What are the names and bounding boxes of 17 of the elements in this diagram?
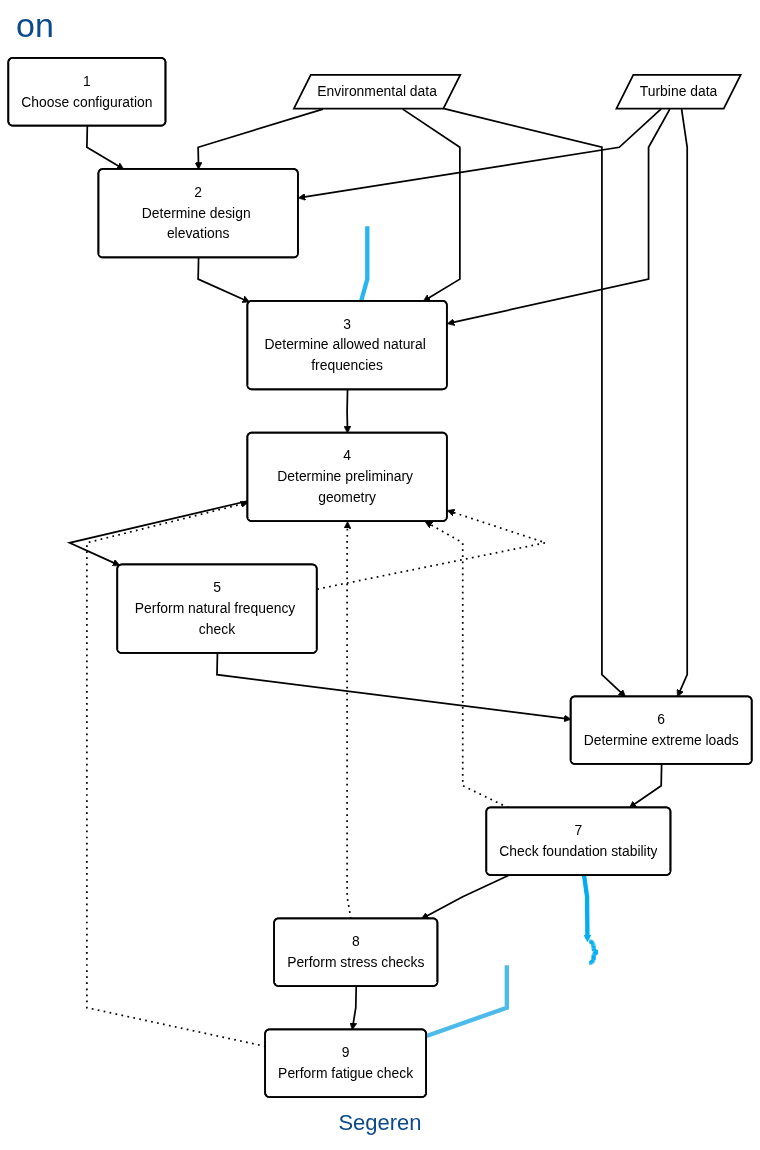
arrow: [298, 108, 662, 201]
note-text: on: [16, 6, 54, 44]
connector: [425, 965, 509, 1038]
arrow: [676, 108, 689, 698]
arrow: [581, 875, 592, 943]
arrow: [443, 107, 626, 698]
node-bracket: [587, 939, 601, 966]
arrow: [343, 388, 352, 434]
arrow: [86, 125, 125, 170]
arrow: [401, 108, 461, 302]
arrow: [628, 763, 663, 809]
arrow: [421, 874, 510, 920]
arrow: [349, 985, 358, 1031]
arrow: [446, 108, 671, 326]
connector: [359, 226, 370, 302]
caption: Segeren: [338, 1110, 422, 1136]
arrow: [197, 257, 250, 303]
